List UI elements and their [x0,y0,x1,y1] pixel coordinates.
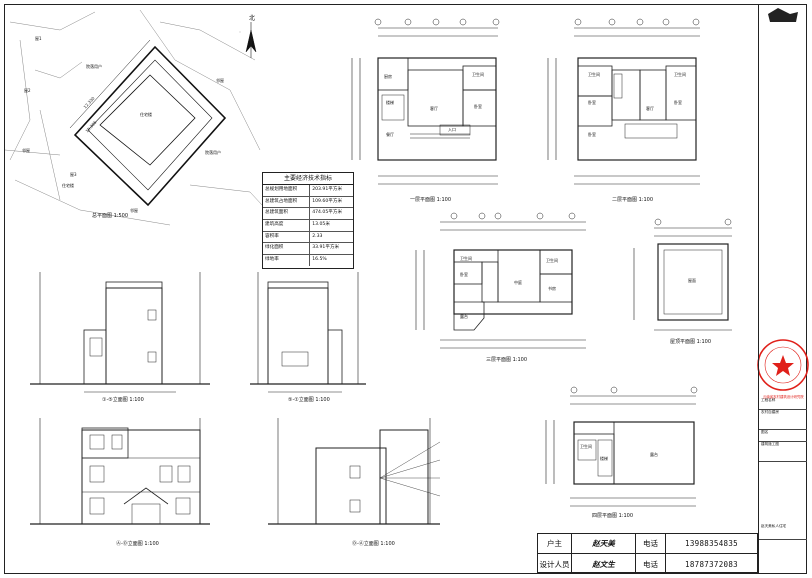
floor1-plan [351,27,498,185]
title-block: 工程名称 农村自建房 图名 建筑施工图 赵天美私人住宅 [758,4,807,574]
tb-sheet-label: 图名 [759,430,807,442]
site-plan [4,9,263,226]
site-label-6: 邻屋 [130,208,138,213]
room-label: 卫生间 [674,72,686,77]
room-label: 屋面 [688,278,696,283]
owner-phone: 13988354835 [685,539,738,548]
room-label: 厨房 [384,74,392,79]
room-label: 卫生间 [580,444,592,449]
floor2-title: 二层平面图 1:100 [612,197,654,203]
tb-project: 农村自建房 [759,410,807,430]
room-label: 客厅 [646,106,654,111]
room-label: 卧室 [674,100,682,105]
tb-project-label: 工程名称 [759,398,807,410]
elevation-1 [30,272,210,393]
signature-table: 户主 赵天美 电话 13988354835 设计人员 赵文生 电话 187873… [537,533,758,574]
room-label: 卧室 [588,100,596,105]
tb-owner: 赵天美私人住宅 [759,524,807,540]
elevation-4-title: Ⓓ-Ⓐ立面图 1:100 [352,541,395,547]
room-label: 入口 [448,127,456,132]
north-label: 北 [249,15,256,22]
site-label-7: 院落用户 [205,150,221,155]
room-label: 卧室 [474,104,482,109]
floor3-title: 三层平面图 1:100 [486,357,528,363]
room-label: 露台 [460,314,468,319]
owner-name: 赵天美 [572,534,636,553]
room-label: 书房 [548,286,556,291]
site-label-3: 院落用户 [86,64,102,69]
floor3-plan [415,221,586,349]
designer-phone-label: 电话 [636,554,666,574]
room-label: 楼梯 [386,100,394,105]
room-label: 卫生间 [460,256,472,261]
owner-role: 户主 [538,534,572,553]
room-label: 卧室 [588,132,596,137]
roof-plan [633,227,732,331]
floor4-plan [545,395,696,507]
owner-phone-label: 电话 [636,534,666,553]
room-label: 客厅 [430,106,438,111]
site-label-8: 住宅楼 [140,112,152,117]
stamp-text: 云南省农村建筑设计研究院 [763,395,804,399]
site-label-4: 屋3 [70,172,77,177]
room-label: 卫生间 [546,258,558,263]
designer-phone: 18787372083 [685,559,738,569]
room-label: 卫生间 [588,72,600,77]
floor4-title: 四层平面图 1:100 [592,513,634,519]
elevation-2 [250,272,366,393]
sheet-frame [4,4,807,574]
site-label-9: 住宅楼 [62,183,74,188]
site-label-2: 屋2 [24,88,31,93]
site-label-10: 邻屋 [22,148,30,153]
elevation-3-title: Ⓐ-Ⓓ立面图 1:100 [116,541,159,547]
designer-role: 设计人员 [538,554,572,574]
site-label-5: 邻屋 [216,78,224,83]
floor1-title: 一层平面图 1:100 [410,197,452,203]
tech-table-title: 主要经济技术指标 [263,173,353,185]
room-label: 卧室 [460,272,468,277]
designer-name: 赵文生 [572,554,636,574]
room-label: 中庭 [514,280,522,285]
tb-sheet: 建筑施工图 [759,442,807,462]
room-label: 卫生间 [472,72,484,77]
room-label: 楼梯 [600,456,608,461]
room-label: 露台 [650,452,658,457]
table-row: 设计人员 赵文生 电话 18787372083 [538,554,757,574]
company-logo [768,8,798,22]
floor2-plan [547,27,700,185]
site-label-1: 屋1 [35,36,42,41]
table-row: 户主 赵天美 电话 13988354835 [538,534,757,554]
room-label: 餐厅 [386,132,394,137]
elevation-4 [268,418,441,525]
elevation-1-title: ①-⑤立面图 1:100 [102,397,144,403]
roof-title: 屋顶平面图 1:100 [670,339,712,345]
site-plan-title: 总平面图 1:500 [92,213,129,219]
elevation-3 [30,418,210,525]
elevation-2-title: ⑤-①立面图 1:100 [288,397,330,403]
